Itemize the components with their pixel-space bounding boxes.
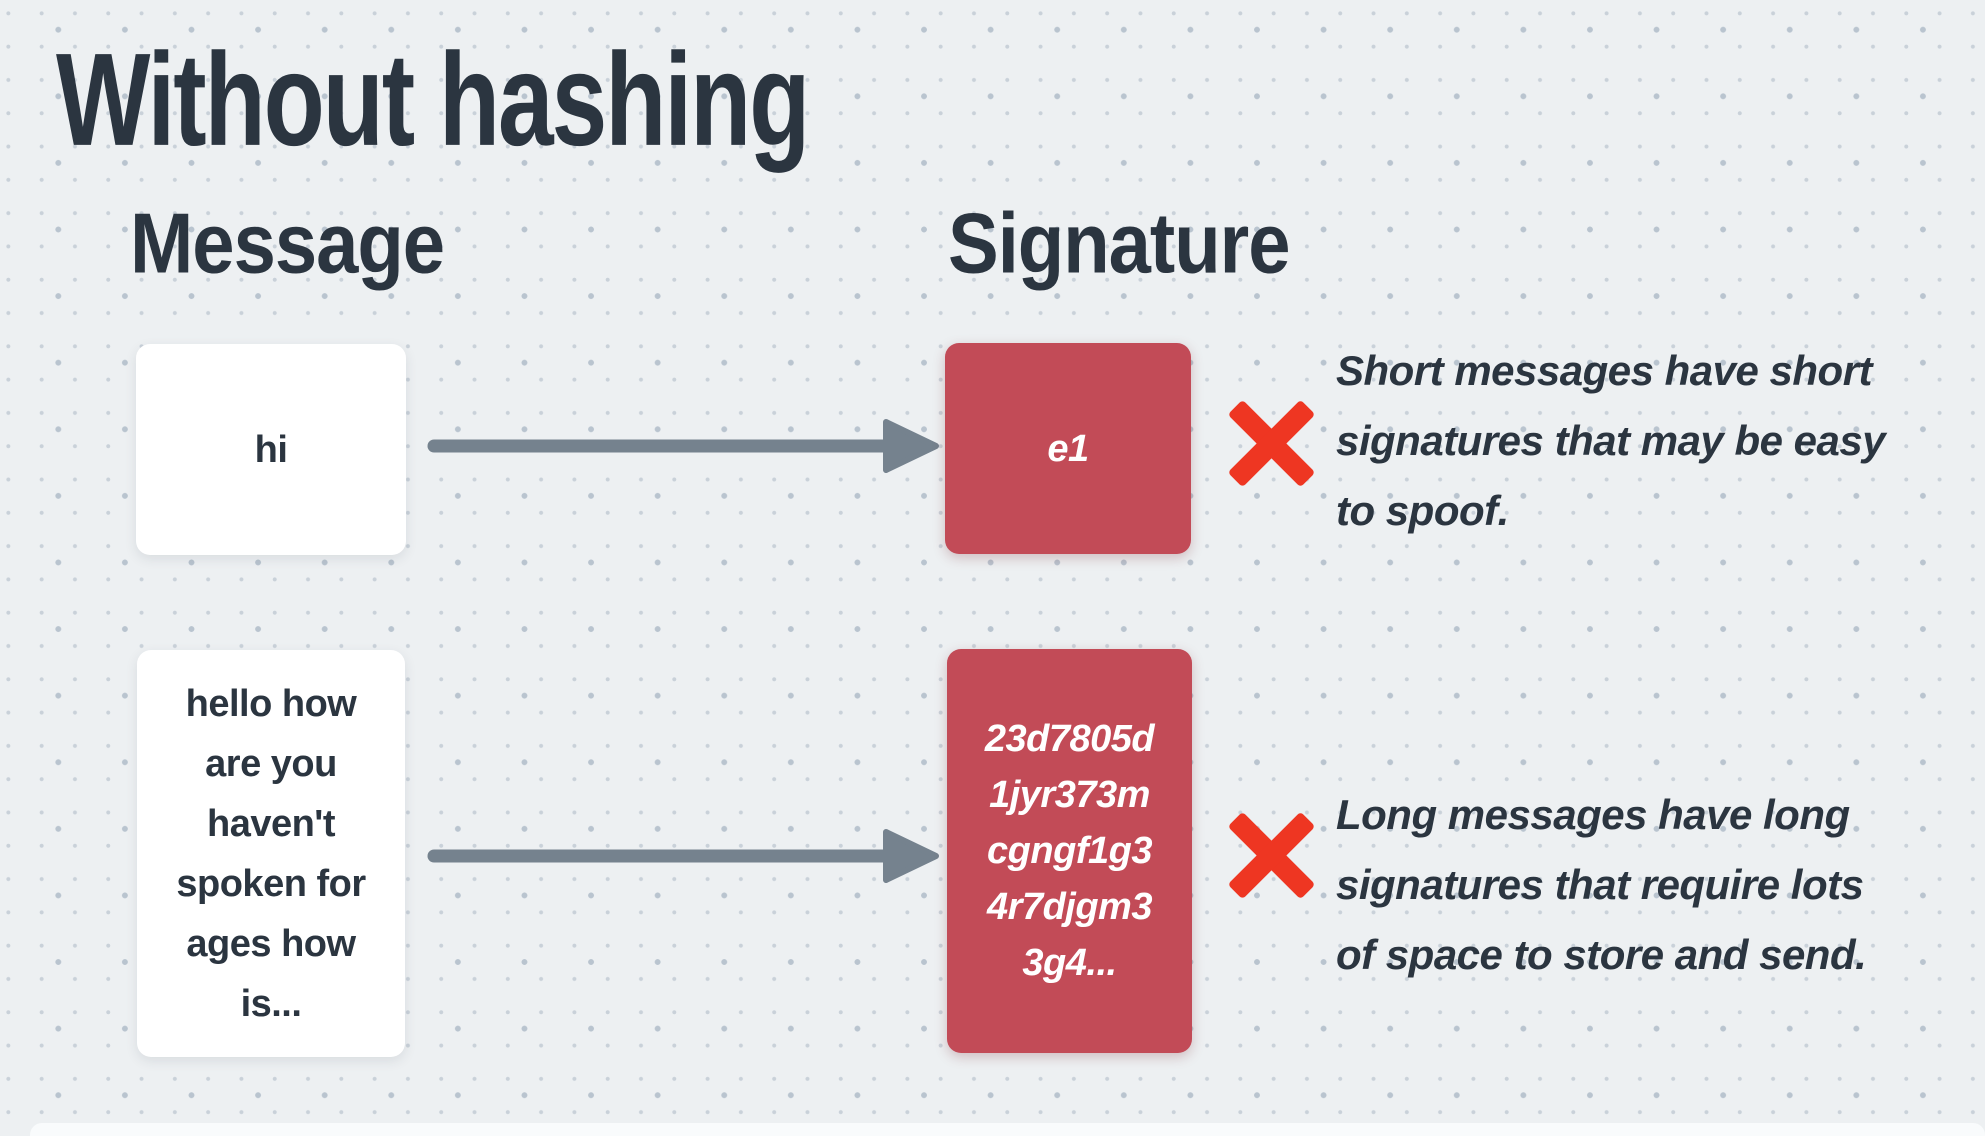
note-line: signatures that require lots: [1336, 861, 1864, 908]
message-line: ages how: [186, 922, 356, 965]
message-column-header: Message: [130, 196, 445, 292]
signature-line: 23d7805d: [984, 718, 1155, 760]
message-line: is...: [240, 982, 302, 1025]
flow-arrow-icon: [427, 829, 939, 883]
note-line: of space to store and send.: [1336, 931, 1867, 978]
bottom-sheet-edge: [30, 1123, 1985, 1136]
signature-card-long: 23d7805d 1jyr373m cgngf1g3 4r7djgm3 3g4.…: [947, 649, 1192, 1053]
note-line: to spoof.: [1336, 487, 1509, 534]
message-line: are you: [205, 742, 337, 785]
message-line: haven't: [206, 802, 336, 845]
page-title: Without hashing: [56, 26, 810, 174]
message-line: hello how: [185, 682, 357, 725]
note-line: Short messages have short: [1336, 347, 1873, 394]
signature-line: 1jyr373m: [989, 774, 1150, 816]
message-card-short: hi: [136, 344, 406, 555]
note-line: Long messages have long: [1336, 791, 1850, 838]
message-line: spoken for: [176, 862, 366, 905]
signature-line: 4r7djgm3: [987, 886, 1152, 928]
message-card-long: hello how are you haven't spoken for age…: [137, 650, 405, 1057]
cross-icon: [1227, 811, 1315, 899]
signature-line: e1: [1047, 427, 1089, 470]
note-short-message: Short messages have short signatures tha…: [1336, 336, 1976, 546]
signature-line: 3g4...: [1022, 942, 1117, 984]
note-long-message: Long messages have long signatures that …: [1336, 780, 1976, 990]
signature-column-header: Signature: [948, 196, 1290, 292]
signature-card-short: e1: [945, 343, 1191, 554]
flow-arrow-icon: [427, 419, 939, 473]
message-line: hi: [254, 428, 288, 471]
note-line: signatures that may be easy: [1336, 417, 1886, 464]
signature-line: cgngf1g3: [987, 830, 1152, 872]
cross-icon: [1227, 399, 1315, 487]
